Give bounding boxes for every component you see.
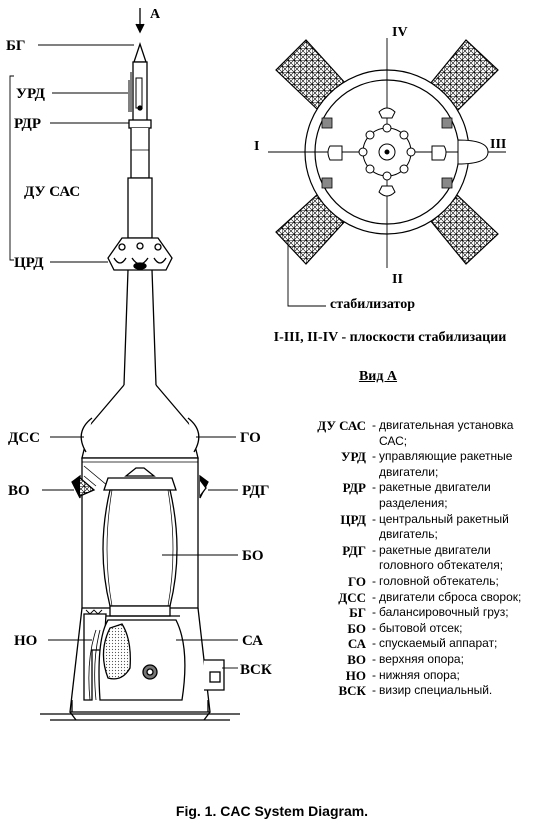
rocket-side-view xyxy=(40,8,240,721)
legend-dash: - xyxy=(372,636,376,651)
label-bg: БГ xyxy=(6,38,25,54)
side-view-labels: А БГ УРД РДР ДУ САС ЦРД ДСС ГО ВО РДГ БО… xyxy=(6,7,272,678)
legend-value: балансировочный груз; xyxy=(379,605,509,620)
legend-key: БГ xyxy=(349,605,366,621)
legend-key: ДУ САС xyxy=(317,418,366,433)
legend-dash: - xyxy=(372,418,376,432)
legend: ДУ САС-двигательная установка САС;УРД-уп… xyxy=(300,418,540,699)
legend-value: визир специальный. xyxy=(379,683,493,698)
legend-key: ЦРД xyxy=(340,511,366,527)
legend-row: ДСС-двигатели сброса сворок; xyxy=(300,590,540,606)
central-engine-nozzles xyxy=(107,237,173,271)
lower-support xyxy=(83,613,107,701)
fairing-engine-cap xyxy=(124,467,156,477)
legend-value: нижняя опора; xyxy=(379,667,460,682)
label-bo: БО xyxy=(242,548,263,564)
legend-key: БО xyxy=(347,620,366,636)
central-cluster xyxy=(358,107,416,197)
legend-key: ДСС xyxy=(338,589,366,605)
label-sa: СА xyxy=(242,633,263,649)
separation-engines-ring xyxy=(128,119,152,129)
legend-dash: - xyxy=(372,620,376,635)
legend-value: верхняя опора; xyxy=(379,651,464,666)
label-dss: ДСС xyxy=(8,430,40,446)
legend-row: БО-бытовой отсек; xyxy=(300,621,540,637)
legend-dash: - xyxy=(372,542,376,557)
label-rdg: РДГ xyxy=(242,483,269,499)
legend-dash: - xyxy=(372,605,376,620)
legend-row: ВО-верхняя опора; xyxy=(300,652,540,668)
label-vsk: ВСК xyxy=(240,662,272,678)
label-go: ГО xyxy=(240,430,261,446)
legend-key: УРД xyxy=(340,449,366,465)
legend-key: РДГ xyxy=(342,542,366,558)
legend-row: ЦРД-центральный ракетный двигатель; xyxy=(300,512,540,543)
figure-caption: Fig. 1. CAC System Diagram. xyxy=(175,803,369,819)
side-pods xyxy=(327,139,489,165)
legend-key: РДР xyxy=(342,480,366,496)
view-a-arrow xyxy=(135,8,145,34)
legend-row: БГ-балансировочный груз; xyxy=(300,605,540,621)
legend-dash: - xyxy=(372,683,376,698)
legend-value: двигательная установка САС; xyxy=(379,418,514,448)
legend-row: СА-спускаемый аппарат; xyxy=(300,636,540,652)
legend-value: ракетные двигатели разделения; xyxy=(379,480,491,510)
legend-value: бытовой отсек; xyxy=(379,620,463,635)
legend-dash: - xyxy=(372,480,376,495)
ballast-weight xyxy=(133,41,147,63)
legend-dash: - xyxy=(372,589,376,604)
control-engines-section xyxy=(132,61,148,123)
legend-dash: - xyxy=(372,511,376,526)
legend-dash: - xyxy=(372,573,376,588)
legend-key: ВСК xyxy=(338,683,367,699)
label-vo: ВО xyxy=(8,483,30,499)
stabilizer-label: стабилизатор xyxy=(330,297,415,312)
jettison-engine-right xyxy=(187,417,200,453)
legend-key: СА xyxy=(347,636,366,652)
legend-row: ДУ САС-двигательная установка САС; xyxy=(300,418,540,449)
numeral-i: I xyxy=(254,139,259,154)
legend-dash: - xyxy=(372,651,376,666)
legend-key: ВО xyxy=(347,651,366,667)
legend-value: двигатели сброса сворок; xyxy=(379,589,522,604)
legend-row: НО-нижняя опора; xyxy=(300,668,540,684)
label-view-arrow: А xyxy=(150,7,161,22)
label-leaders xyxy=(9,44,238,669)
numeral-iv: IV xyxy=(392,25,408,40)
label-urd: УРД xyxy=(16,86,46,102)
label-crd: ЦРД xyxy=(14,255,44,271)
legend-key: НО xyxy=(345,667,366,683)
legend-value: управляющие ракетные двигатели; xyxy=(379,449,513,479)
escape-tower-body xyxy=(130,128,150,179)
label-du-sas: ДУ САС xyxy=(24,184,80,200)
label-rdr: РДР xyxy=(14,116,41,132)
view-a-title: Вид А xyxy=(358,369,398,384)
special-sight-top xyxy=(457,139,489,165)
legend-row: ВСК-визир специальный. xyxy=(300,683,540,699)
jettison-engine-left xyxy=(80,417,93,453)
legend-dash: - xyxy=(372,449,376,464)
legend-value: головной обтекатель; xyxy=(379,573,499,588)
legend-value: центральный ракетный двигатель; xyxy=(379,511,509,542)
orbital-module xyxy=(102,489,178,607)
legend-key: ГО xyxy=(347,573,366,589)
stabilization-planes-caption: I-III, II-IV - плоскости стабилизации xyxy=(273,330,507,345)
head-fairing xyxy=(81,384,199,459)
legend-row: УРД-управляющие ракетные двигатели; xyxy=(300,449,540,480)
legend-row: ГО-головной обтекатель; xyxy=(300,574,540,590)
legend-dash: - xyxy=(372,667,376,682)
view-a-top-view xyxy=(268,38,506,307)
legend-row: РДР-ракетные двигатели разделения; xyxy=(300,480,540,511)
numeral-ii: II xyxy=(392,272,403,287)
legend-value: спускаемый аппарат; xyxy=(379,636,498,651)
hatch xyxy=(102,623,131,680)
view-a-numerals: IV I III II xyxy=(254,25,506,287)
label-no: НО xyxy=(14,633,37,649)
upper-support-left xyxy=(71,474,81,499)
legend-value: ракетные двигатели головного обтекателя; xyxy=(379,542,504,573)
legend-row: РДГ-ракетные двигатели головного обтекат… xyxy=(300,543,540,574)
numeral-iii: III xyxy=(490,137,506,152)
